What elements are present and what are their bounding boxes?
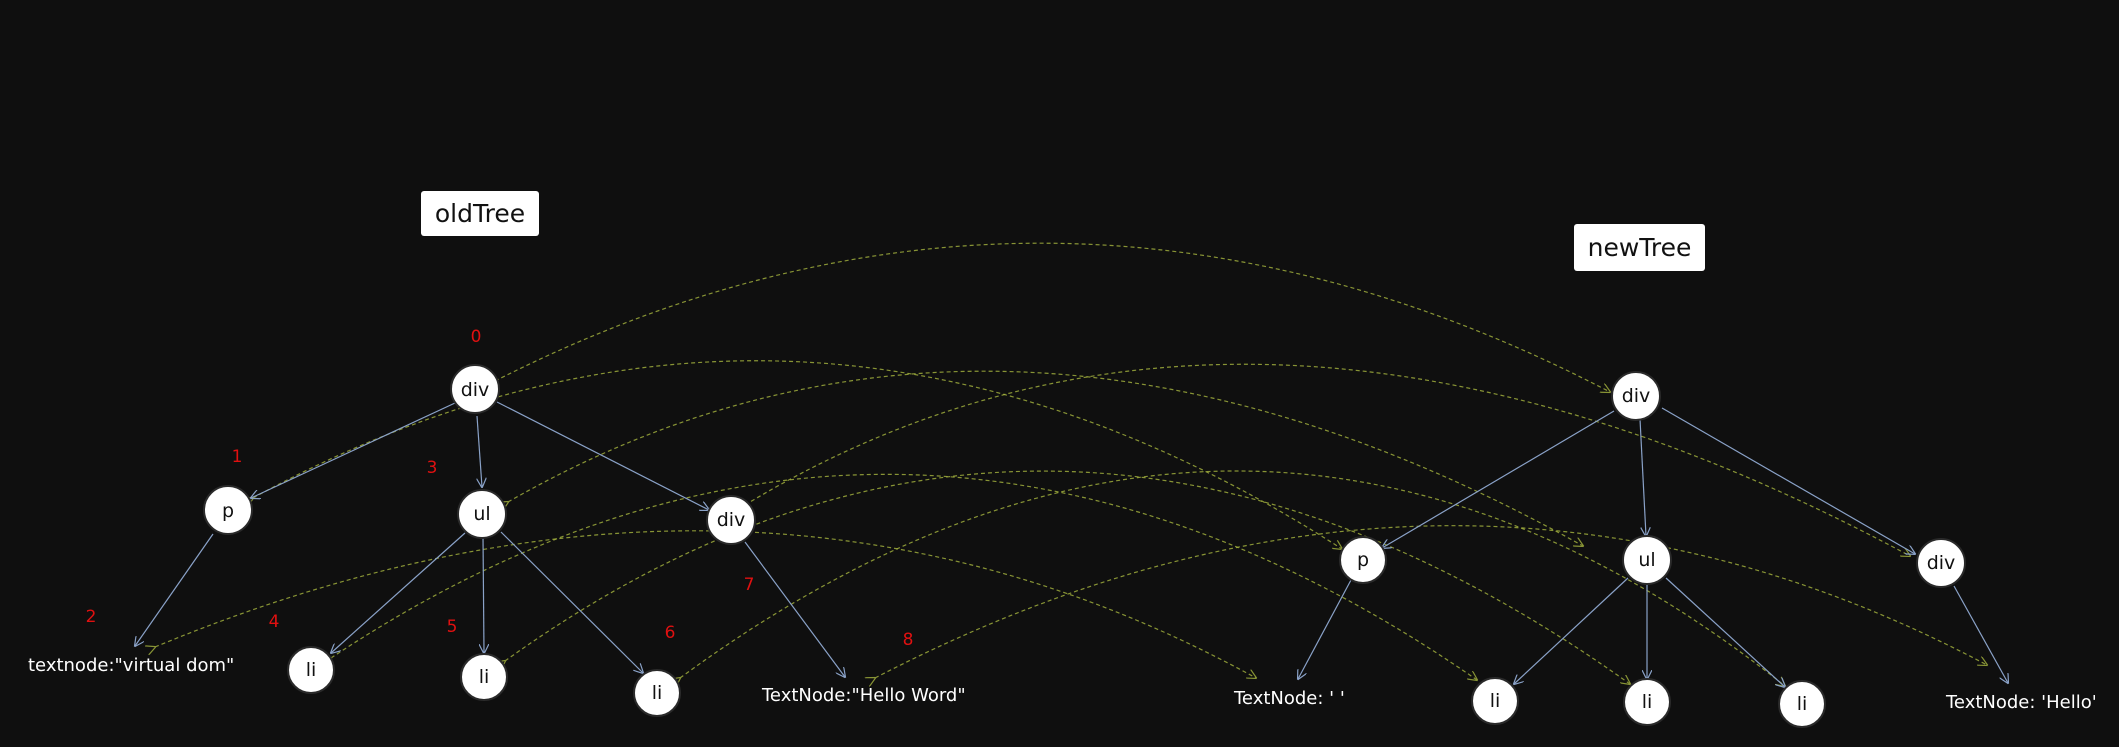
diff-edge-ul	[508, 370, 1583, 546]
new-node-div-root: div	[1611, 371, 1661, 421]
node-label: div	[1622, 385, 1651, 407]
new-tree-title: newTree	[1574, 224, 1705, 271]
index-3: 3	[427, 458, 438, 478]
node-label: div	[717, 509, 746, 531]
index-6: 6	[665, 623, 676, 643]
old-textnode-virtual-dom: textnode:"virtual dom"	[28, 655, 234, 676]
node-label: div	[461, 379, 490, 401]
node-label: li	[1490, 690, 1501, 712]
node-label: p	[222, 500, 234, 522]
old-tree-nodes: div p ul div li li li textnode:"virtual …	[28, 364, 966, 717]
old-node-li-3: li	[633, 669, 681, 717]
node-label: li	[306, 659, 317, 681]
index-8: 8	[903, 630, 914, 650]
diff-edge-li2	[505, 470, 1630, 684]
index-4: 4	[269, 612, 280, 632]
diff-edges	[155, 242, 1987, 686]
node-label: div	[1927, 552, 1956, 574]
diff-edge-p	[253, 360, 1342, 549]
old-node-ul: ul	[457, 489, 507, 539]
new-textnode-empty: TextNode: ' '	[1233, 688, 1345, 709]
old-tree-edges	[135, 401, 845, 677]
diff-edge-root	[495, 242, 1610, 392]
index-1: 1	[232, 447, 243, 467]
node-label: li	[1797, 693, 1808, 715]
node-label: li	[1642, 691, 1653, 713]
diff-edge-text-div	[875, 525, 1987, 678]
node-label: li	[479, 666, 490, 688]
node-label: p	[1357, 549, 1369, 571]
new-node-p: p	[1339, 536, 1387, 584]
node-label: ul	[473, 503, 490, 525]
old-textnode-hello-word: TextNode:"Hello Word"	[761, 685, 966, 706]
new-node-li-3: li	[1778, 680, 1826, 728]
new-node-li-1: li	[1471, 677, 1519, 725]
diff-edge-li3	[680, 470, 1785, 686]
node-label: ul	[1638, 549, 1655, 571]
old-node-div-root: div	[450, 364, 500, 414]
new-node-div: div	[1916, 538, 1966, 588]
index-5: 5	[447, 617, 458, 637]
new-tree-edges	[1298, 407, 2008, 687]
old-tree-title: oldTree	[421, 191, 539, 236]
node-label: li	[652, 682, 663, 704]
index-labels: 0 1 2 3 4 5 6 7 8	[86, 327, 914, 650]
old-node-li-2: li	[460, 653, 508, 701]
new-node-li-2: li	[1623, 678, 1671, 726]
new-node-ul: ul	[1622, 535, 1672, 585]
diff-edge-li1	[331, 473, 1477, 680]
index-7: 7	[744, 575, 755, 595]
old-node-p: p	[203, 485, 253, 535]
index-0: 0	[471, 327, 482, 347]
diff-edge-div	[745, 363, 1910, 556]
index-2: 2	[86, 607, 97, 627]
old-node-li-1: li	[287, 646, 335, 694]
old-node-div: div	[706, 495, 756, 545]
new-tree-nodes: div p ul div li li li TextNode: ' ' Text…	[1233, 371, 2097, 728]
new-textnode-hello: TextNode: 'Hello'	[1945, 692, 2097, 713]
